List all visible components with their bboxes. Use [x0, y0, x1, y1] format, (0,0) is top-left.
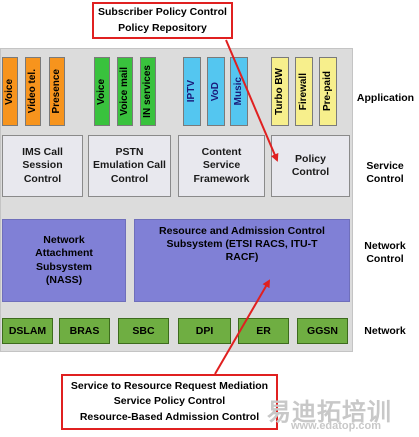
network-element-dpi-label: DPI — [195, 325, 214, 337]
app-firewall: Firewall — [295, 57, 313, 126]
network-element-ggsn-label: GGSN — [307, 325, 338, 337]
network-element-er-label: ER — [256, 325, 271, 337]
layer-label-application: Application — [356, 92, 415, 104]
network-element-sbc: SBC — [118, 318, 169, 344]
policy-control: Policy Control — [271, 135, 350, 197]
app-in-services: IN services — [140, 57, 156, 126]
pstn-emulation-call-control: PSTN Emulation Call Control — [88, 135, 171, 197]
bottom-callout: Service to Resource Request Mediation Se… — [61, 374, 278, 430]
content-service-framework-label: Content Service Framework — [193, 146, 250, 185]
content-service-framework: Content Service Framework — [178, 135, 265, 197]
app-voice: Voice — [2, 57, 18, 126]
app-turbo-bw: Turbo BW — [271, 57, 289, 126]
network-element-sbc-label: SBC — [132, 325, 155, 337]
network-element-er: ER — [238, 318, 289, 344]
app-pre-paid: Pre-paid — [319, 57, 337, 126]
arrow-to-policy-control — [225, 39, 279, 162]
arrow-to-racs — [214, 279, 271, 375]
layer-label-network: Network — [364, 325, 406, 337]
app-voice-mail: Voice mail — [117, 57, 133, 126]
ims-call-session-control-label: IMS Call Session Control — [22, 146, 63, 185]
watermark-url: www.edatop.com — [291, 420, 382, 432]
network-element-dslam-label: DSLAM — [8, 325, 47, 337]
top-callout: Subscriber Policy Control Policy Reposit… — [92, 2, 233, 39]
app-video-tel: Video tel. — [25, 57, 41, 126]
layer-label-network-control: Network Control — [364, 240, 406, 265]
nass-label: Network Attachment Subsystem (NASS) — [35, 234, 93, 286]
racs-block: Resource and Admission Control Subsystem… — [134, 219, 350, 302]
watermark-brand: 易迪拓培训 — [267, 399, 392, 426]
network-element-ggsn: GGSN — [297, 318, 348, 344]
pstn-emulation-call-control-label: PSTN Emulation Call Control — [93, 146, 166, 185]
network-element-dpi: DPI — [178, 318, 231, 344]
app-vod: VoD — [207, 57, 225, 126]
app-voice-pstn: Voice — [94, 57, 110, 126]
app-presence: Presence — [49, 57, 65, 126]
network-element-bras: BRAS — [59, 318, 110, 344]
network-element-bras-label: BRAS — [69, 325, 100, 337]
racs-label: Resource and Admission Control Subsystem… — [159, 225, 325, 264]
network-element-dslam: DSLAM — [2, 318, 53, 344]
layer-label-service-control: Service Control — [366, 160, 404, 185]
nass-block: Network Attachment Subsystem (NASS) — [2, 219, 126, 302]
policy-control-label: Policy Control — [291, 152, 330, 178]
app-iptv: IPTV — [183, 57, 201, 126]
ims-call-session-control: IMS Call Session Control — [2, 135, 83, 197]
